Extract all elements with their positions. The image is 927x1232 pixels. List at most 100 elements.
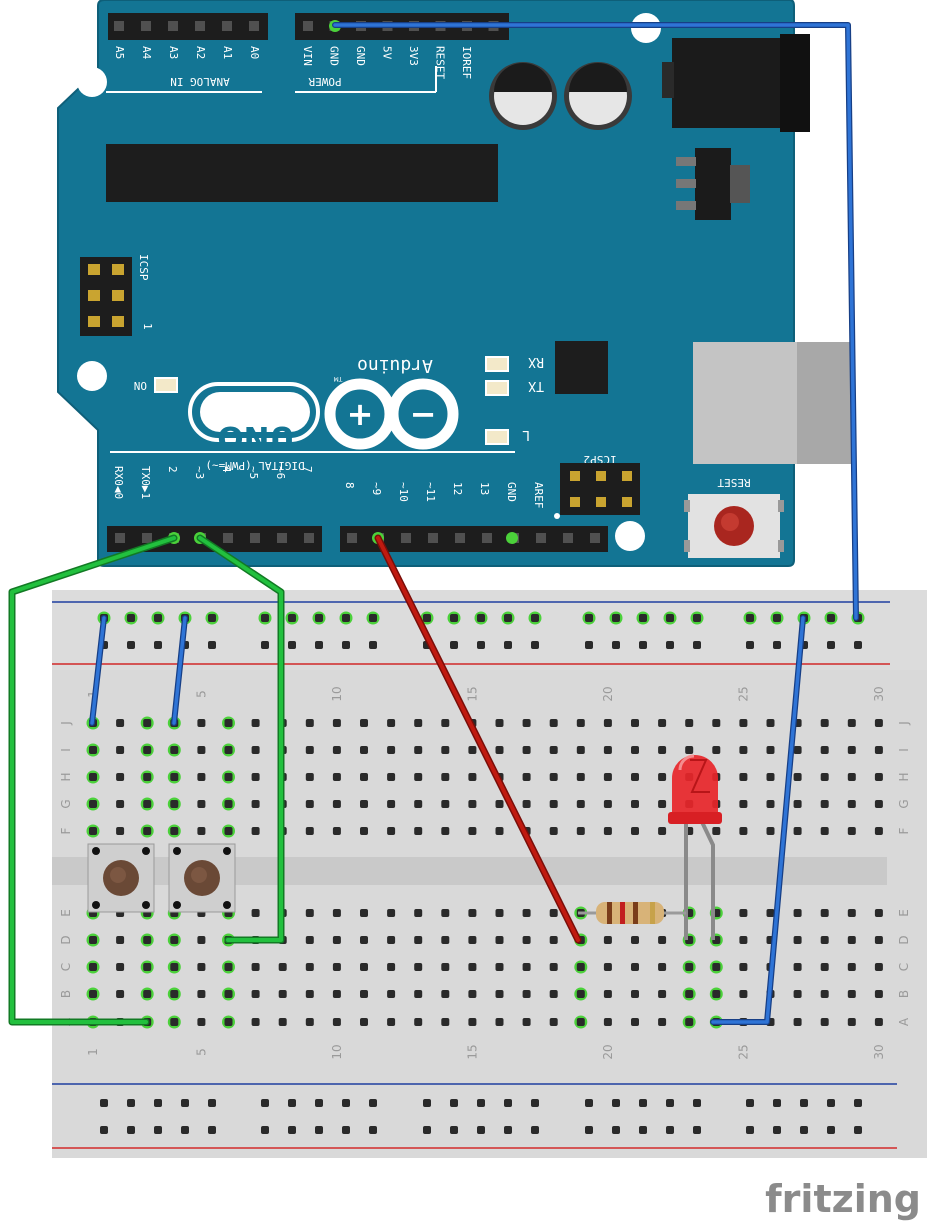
power-rail-hole[interactable] [504,641,512,649]
breadboard-hole[interactable] [414,827,423,835]
breadboard-hole[interactable] [332,909,341,917]
breadboard-hole[interactable] [116,773,125,781]
breadboard-hole[interactable] [387,936,396,944]
breadboard-hole[interactable] [820,963,829,971]
breadboard-hole[interactable] [793,963,802,971]
breadboard-hole[interactable] [251,1018,260,1026]
breadboard-hole[interactable] [143,773,152,781]
breadboard-hole[interactable] [576,773,585,781]
power-rail-hole[interactable] [827,641,835,649]
power-rail-hole[interactable] [504,1126,512,1134]
breadboard-hole[interactable] [522,800,531,808]
breadboard-hole[interactable] [224,800,233,808]
breadboard-hole[interactable] [874,827,883,835]
breadboard-hole[interactable] [712,746,721,754]
breadboard-hole[interactable] [197,746,206,754]
breadboard-hole[interactable] [197,1018,206,1026]
breadboard-hole[interactable] [820,719,829,727]
breadboard-hole[interactable] [576,827,585,835]
power-rail-hole[interactable] [342,1099,350,1107]
breadboard-hole[interactable] [847,909,856,917]
breadboard-hole[interactable] [739,936,748,944]
breadboard-hole[interactable] [387,990,396,998]
breadboard-hole[interactable] [360,746,368,754]
power-rail-hole[interactable] [800,1126,808,1134]
power-rail-hole[interactable] [746,1126,754,1134]
breadboard-hole[interactable] [685,1018,694,1026]
breadboard-hole[interactable] [495,1018,504,1026]
power-rail-hole[interactable] [154,641,162,649]
breadboard-hole[interactable] [278,963,287,971]
power-rail-hole[interactable] [315,1099,323,1107]
breadboard-hole[interactable] [441,936,450,944]
breadboard-hole[interactable] [305,1018,314,1026]
breadboard-hole[interactable] [658,963,667,971]
breadboard-hole[interactable] [631,773,639,781]
power-rail-hole[interactable] [612,1099,620,1107]
power-rail-hole[interactable] [773,1126,781,1134]
analog-header-pin[interactable] [195,21,205,31]
breadboard-hole[interactable] [820,1018,829,1026]
power-rail-hole[interactable] [369,1099,377,1107]
breadboard-hole[interactable] [468,746,477,754]
breadboard-hole[interactable] [441,746,450,754]
breadboard-hole[interactable] [170,827,179,835]
breadboard-hole[interactable] [89,800,97,808]
power-header-pin[interactable] [303,21,313,31]
power-rail-hole[interactable] [531,614,539,622]
breadboard-hole[interactable] [658,1018,667,1026]
breadboard-hole[interactable] [89,990,97,998]
power-rail-hole[interactable] [342,1126,350,1134]
power-rail-hole[interactable] [585,614,593,622]
analog-header-pin[interactable] [222,21,232,31]
breadboard-hole[interactable] [332,773,341,781]
digital-header-pin[interactable] [347,533,357,543]
breadboard-hole[interactable] [251,800,260,808]
breadboard-hole[interactable] [847,800,856,808]
breadboard-hole[interactable] [224,719,233,727]
breadboard-hole[interactable] [631,936,639,944]
breadboard-hole[interactable] [739,990,748,998]
breadboard-hole[interactable] [874,1018,883,1026]
breadboard-hole[interactable] [278,990,287,998]
power-rail-hole[interactable] [423,614,431,622]
breadboard-hole[interactable] [332,719,341,727]
breadboard-hole[interactable] [360,827,368,835]
breadboard-hole[interactable] [495,990,504,998]
power-rail-hole[interactable] [531,1126,539,1134]
breadboard-hole[interactable] [658,773,667,781]
breadboard-hole[interactable] [576,746,585,754]
breadboard-hole[interactable] [116,746,125,754]
breadboard-hole[interactable] [549,909,558,917]
breadboard-hole[interactable] [793,990,802,998]
power-rail-hole[interactable] [612,641,620,649]
breadboard-hole[interactable] [116,827,125,835]
breadboard-hole[interactable] [468,990,477,998]
breadboard-hole[interactable] [116,936,125,944]
breadboard-hole[interactable] [143,936,152,944]
breadboard-hole[interactable] [441,719,450,727]
breadboard-hole[interactable] [847,746,856,754]
breadboard-hole[interactable] [658,936,667,944]
breadboard-hole[interactable] [685,746,694,754]
breadboard-hole[interactable] [874,990,883,998]
analog-header-pin[interactable] [168,21,178,31]
breadboard-hole[interactable] [224,1018,233,1026]
breadboard-hole[interactable] [766,773,775,781]
power-rail-hole[interactable] [181,1126,189,1134]
breadboard-hole[interactable] [522,746,531,754]
breadboard-hole[interactable] [820,800,829,808]
breadboard-hole[interactable] [360,963,368,971]
breadboard-hole[interactable] [387,719,396,727]
breadboard-hole[interactable] [793,1018,802,1026]
breadboard-hole[interactable] [522,1018,531,1026]
breadboard-hole[interactable] [251,827,260,835]
breadboard-hole[interactable] [874,773,883,781]
breadboard-hole[interactable] [820,773,829,781]
power-rail-hole[interactable] [612,614,620,622]
power-rail-hole[interactable] [208,614,216,622]
breadboard-hole[interactable] [468,1018,477,1026]
breadboard-hole[interactable] [170,1018,179,1026]
breadboard-hole[interactable] [631,827,639,835]
breadboard-hole[interactable] [387,746,396,754]
